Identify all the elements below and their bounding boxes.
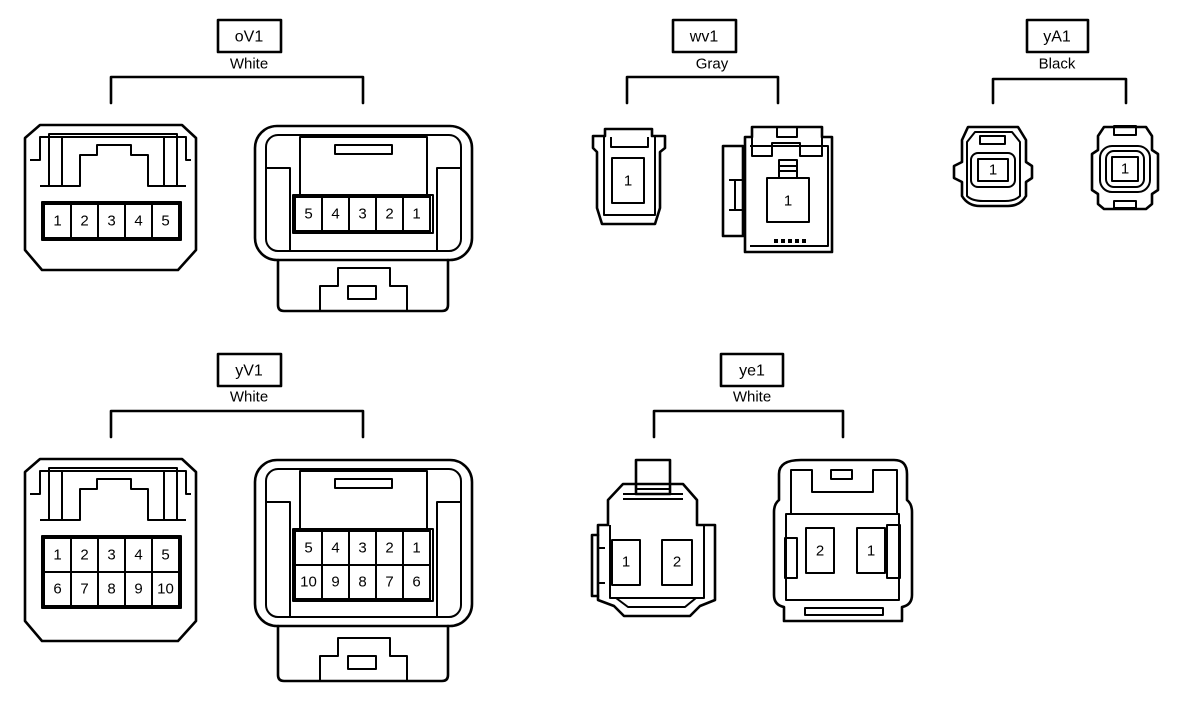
pin-label: 1 bbox=[53, 213, 61, 230]
pin-label: 4 bbox=[331, 206, 339, 223]
connector-code-box bbox=[671, 18, 738, 54]
pin-label: 6 bbox=[53, 581, 61, 598]
pin-label: 1 bbox=[989, 162, 997, 179]
pin-label: 5 bbox=[161, 213, 169, 230]
pin-label: 1 bbox=[867, 543, 875, 560]
connector-color: Black bbox=[1039, 56, 1076, 73]
pin-label: 10 bbox=[300, 574, 317, 591]
connector-left-view: 1 bbox=[952, 125, 1034, 208]
pin-label: 3 bbox=[107, 213, 115, 230]
pin-label: 2 bbox=[385, 206, 393, 223]
connector-code: oV1 bbox=[235, 29, 264, 46]
pin-label: 5 bbox=[304, 206, 312, 223]
pin-label: 1 bbox=[412, 206, 420, 223]
pin-label: 6 bbox=[412, 574, 420, 591]
connector-right-view: 2 1 bbox=[772, 458, 914, 623]
pin-label: 4 bbox=[331, 540, 339, 557]
pin-label: 7 bbox=[80, 581, 88, 598]
pin-label: 2 bbox=[816, 543, 824, 560]
pin-label: 7 bbox=[385, 574, 393, 591]
pin-label: 1 bbox=[622, 554, 630, 571]
pin-label: 3 bbox=[107, 547, 115, 564]
pin-label: 1 bbox=[53, 547, 61, 564]
connector-right-view: 5 4 3 2 1 bbox=[253, 124, 474, 313]
pin-label: 5 bbox=[161, 547, 169, 564]
connector-code-box bbox=[1025, 18, 1090, 54]
pin-label: 5 bbox=[304, 540, 312, 557]
pin-label: 4 bbox=[134, 547, 142, 564]
bracket bbox=[625, 75, 780, 105]
connector-group-wv1: wv1 Gray 1 1 bbox=[591, 18, 834, 254]
connector-code: ye1 bbox=[739, 363, 765, 380]
connector-code-box bbox=[719, 352, 785, 388]
connector-code-box bbox=[216, 18, 283, 54]
pin-grid: 5 4 3 2 1 bbox=[294, 196, 431, 232]
pin-label: 2 bbox=[673, 554, 681, 571]
pin-label: 9 bbox=[331, 574, 339, 591]
pin-label: 2 bbox=[80, 547, 88, 564]
connector-group-ov1: oV1 White 1 2 3 4 5 bbox=[23, 18, 474, 313]
pin-label: 9 bbox=[134, 581, 142, 598]
connector-code: wv1 bbox=[689, 29, 719, 46]
pin-label: 1 bbox=[784, 193, 792, 210]
pin-label: 1 bbox=[412, 540, 420, 557]
connector-right-view: 5 4 3 2 1 10 9 8 7 6 bbox=[253, 458, 474, 683]
connector-group-yv1: yV1 White 1 2 3 4 5 6 7 8 9 10 bbox=[23, 352, 474, 683]
pin-label: 3 bbox=[358, 540, 366, 557]
connector-group-ya1: yA1 Black 1 1 bbox=[952, 18, 1160, 211]
pin-label: 4 bbox=[134, 213, 142, 230]
connector-left-view: 1 2 3 4 5 6 7 8 9 10 bbox=[23, 457, 198, 643]
pin-label: 2 bbox=[80, 213, 88, 230]
connector-code-box bbox=[216, 352, 283, 388]
connector-group-ye1: ye1 White 1 2 2 bbox=[590, 352, 914, 623]
connector-color: White bbox=[733, 389, 771, 406]
pin-label: 10 bbox=[157, 581, 174, 598]
pin-label: 8 bbox=[358, 574, 366, 591]
connector-color: Gray bbox=[696, 56, 729, 73]
connector-left-view: 1 2 3 4 5 bbox=[23, 123, 198, 272]
pin-label: 2 bbox=[385, 540, 393, 557]
connector-right-view: 1 bbox=[721, 125, 834, 254]
connector-right-view: 1 bbox=[1090, 125, 1160, 211]
pin-label: 8 bbox=[107, 581, 115, 598]
connector-code: yA1 bbox=[1043, 29, 1071, 46]
connector-color: White bbox=[230, 389, 268, 406]
pin-grid: 1 2 3 4 5 bbox=[43, 203, 180, 239]
pin-label: 1 bbox=[1121, 161, 1129, 178]
bracket bbox=[991, 77, 1128, 105]
bracket bbox=[109, 75, 365, 105]
pin-grid: 1 2 3 4 5 6 7 8 9 10 bbox=[43, 537, 180, 607]
connector-left-view: 1 2 bbox=[590, 458, 717, 618]
pin-label: 1 bbox=[624, 173, 632, 190]
connector-left-view: 1 bbox=[591, 127, 667, 226]
connector-code: yV1 bbox=[235, 363, 263, 380]
connector-color: White bbox=[230, 56, 268, 73]
pin-label: 3 bbox=[358, 206, 366, 223]
bracket bbox=[109, 409, 365, 439]
pin-grid: 5 4 3 2 1 10 9 8 7 6 bbox=[294, 530, 431, 600]
bracket bbox=[652, 409, 845, 439]
